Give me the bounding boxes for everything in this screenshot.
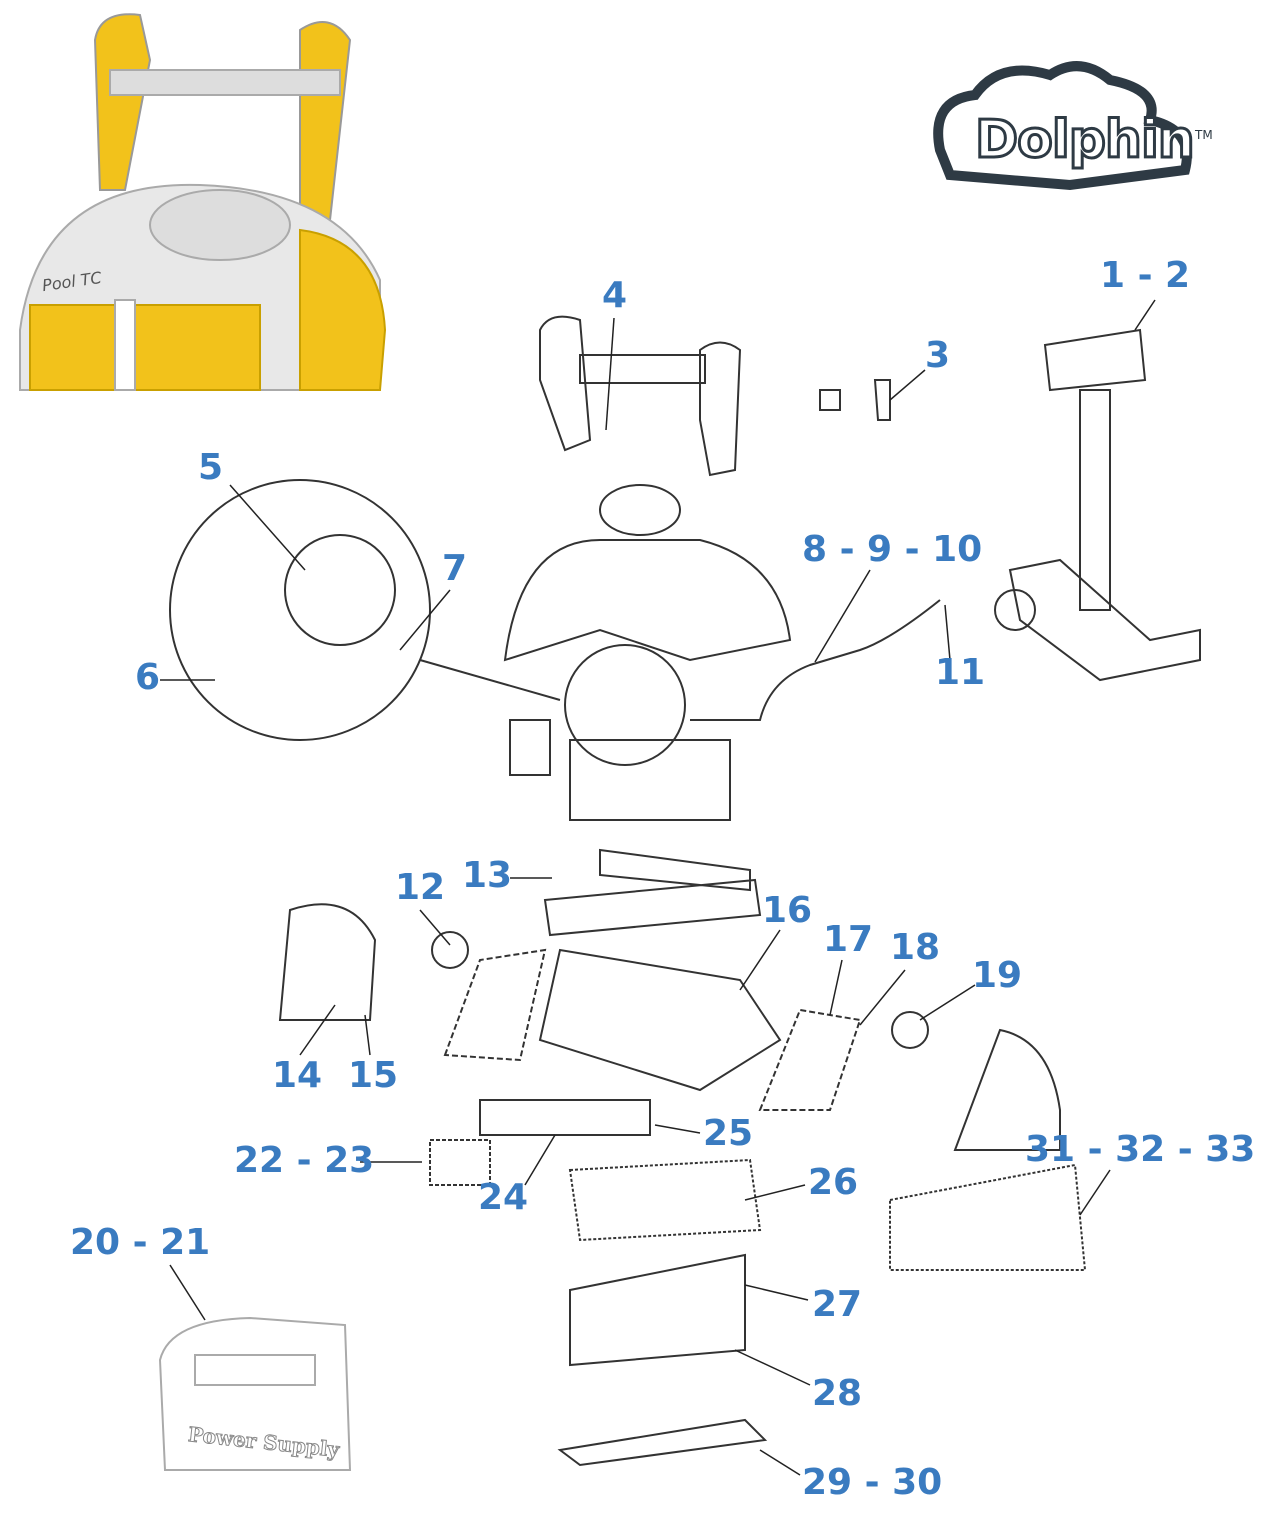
callout-24: 24 [478, 1177, 529, 1218]
caddy-drawing [994, 328, 1201, 682]
robot-photo [19, 13, 387, 391]
callout-29-30: 29 - 30 [802, 1462, 943, 1503]
callout-31-32-33: 31 - 32 - 33 [1025, 1129, 1256, 1170]
callout-25: 25 [703, 1113, 754, 1154]
cable-drawing [690, 599, 941, 721]
callout-20-21: 20 - 21 [70, 1222, 211, 1263]
callout-19: 19 [972, 955, 1023, 996]
callout-27: 27 [812, 1284, 863, 1325]
top-cover-drawing [503, 539, 792, 662]
callout-15: 15 [348, 1055, 399, 1096]
callout-8-9-10: 8 - 9 - 10 [802, 529, 983, 570]
callout-22-23: 22 - 23 [234, 1140, 375, 1181]
trademark: TM [1195, 128, 1213, 142]
callout-4: 4 [602, 275, 628, 316]
logo-cloud [933, 61, 1192, 191]
callout-17: 17 [823, 919, 874, 960]
callout-16: 16 [762, 890, 813, 931]
callout-3: 3 [925, 335, 951, 376]
callout-11: 11 [935, 652, 986, 693]
callout-13: 13 [462, 855, 513, 896]
callout-18: 18 [890, 927, 941, 968]
motor-unit-drawing [569, 739, 731, 821]
callout-5: 5 [198, 447, 224, 488]
power-supply-drawing [158, 1316, 352, 1471]
callout-7: 7 [442, 548, 468, 589]
dolphin-logo: Dolphin [974, 109, 1197, 172]
callout-6: 6 [135, 657, 161, 698]
callout-14: 14 [272, 1055, 323, 1096]
callout-12: 12 [395, 867, 446, 908]
callout-26: 26 [808, 1162, 859, 1203]
callout-1-2: 1 - 2 [1100, 255, 1191, 296]
chassis-drawing [543, 848, 762, 937]
leader-lines [160, 299, 1156, 1476]
callout-28: 28 [812, 1373, 863, 1414]
detail-circle [169, 479, 431, 741]
handle-drawing [539, 315, 891, 477]
